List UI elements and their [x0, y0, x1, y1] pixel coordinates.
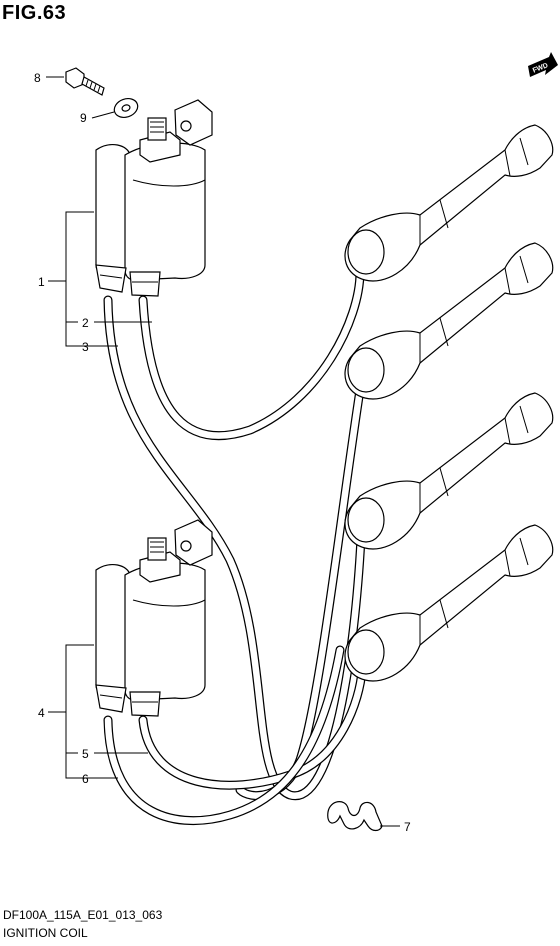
cord-clamp-part [327, 801, 383, 832]
callout-2: 2 [82, 316, 89, 330]
high-tension-cords [103, 267, 367, 825]
fwd-arrow-icon: FWD [528, 52, 558, 77]
washer-part [113, 97, 139, 119]
callout-3: 3 [82, 340, 89, 354]
plug-cap-2 [344, 242, 554, 400]
plug-cap-3 [344, 392, 554, 550]
callout-9: 9 [80, 111, 87, 125]
callout-6: 6 [82, 772, 89, 786]
ignition-coil-upper [95, 99, 213, 297]
ignition-coil-lower [95, 519, 213, 717]
plug-cap-1 [344, 124, 554, 282]
figure-name: IGNITION COIL [3, 926, 88, 940]
callout-labels: 8 9 1 2 3 4 5 6 7 [34, 71, 411, 834]
callout-4: 4 [38, 706, 45, 720]
bolt-part [65, 67, 105, 96]
plug-cap-4 [344, 524, 554, 682]
figure-code: DF100A_115A_E01_013_063 [3, 908, 163, 922]
callout-8: 8 [34, 71, 41, 85]
callout-7: 7 [404, 820, 411, 834]
figure-title: FIG.63 [2, 2, 67, 24]
leader-lines [46, 76, 400, 827]
callout-1: 1 [38, 275, 45, 289]
callout-5: 5 [82, 747, 89, 761]
